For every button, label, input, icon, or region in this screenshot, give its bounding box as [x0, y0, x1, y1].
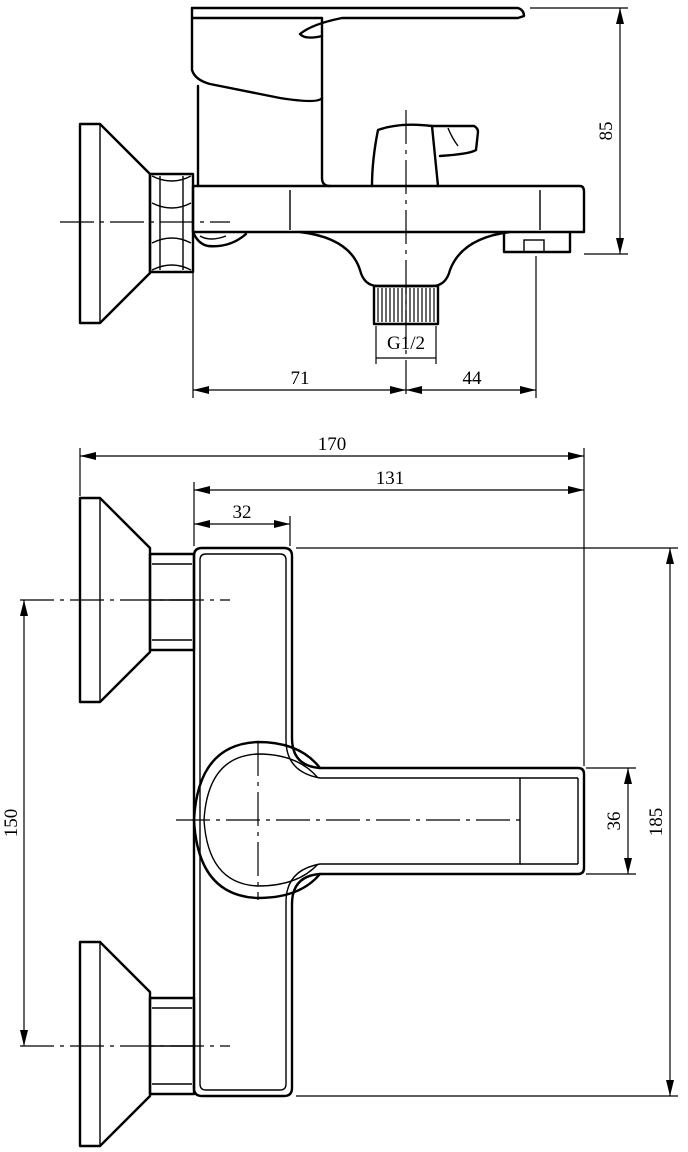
side-outlet-waist: [298, 230, 572, 288]
thread-label: G1/2: [387, 333, 425, 354]
right-offset-label: 44: [463, 368, 483, 389]
left-offset-label: 71: [291, 368, 310, 389]
side-diverter-knob: [370, 123, 480, 188]
overall-width-label: 170: [318, 434, 347, 455]
top-body-width-dimension: 131: [193, 468, 584, 546]
side-cartridge-head: [190, 6, 526, 103]
top-lower-flange: [78, 940, 196, 1148]
height-label: 85: [596, 122, 617, 141]
top-spout-width-dimension: 36: [586, 767, 636, 875]
spout-width-label: 36: [604, 812, 625, 831]
side-wall-flange: [78, 122, 152, 325]
top-view: 170 131 32 150: [1, 434, 678, 1148]
centers-label: 150: [1, 809, 22, 838]
top-overall-height-dimension: 185: [296, 547, 678, 1097]
body-depth-label: 32: [233, 502, 252, 523]
top-body: [192, 546, 586, 1098]
side-height-dimension: 85: [530, 7, 628, 255]
side-view: G1/2 85 71 44: [60, 6, 628, 398]
overall-height-label: 185: [646, 808, 667, 837]
side-threaded-outlet: [372, 284, 440, 326]
side-width-dimensions: 71 44: [192, 256, 537, 398]
side-main-housing: [191, 184, 586, 248]
top-overall-width-dimension: 170: [79, 434, 585, 766]
side-hex-nut: [148, 172, 195, 274]
body-width-label: 131: [376, 468, 405, 489]
side-thread-dimension: G1/2: [375, 326, 437, 364]
top-centers-dimension: 150: [1, 600, 28, 1046]
top-body-depth-dimension: 32: [194, 502, 291, 546]
